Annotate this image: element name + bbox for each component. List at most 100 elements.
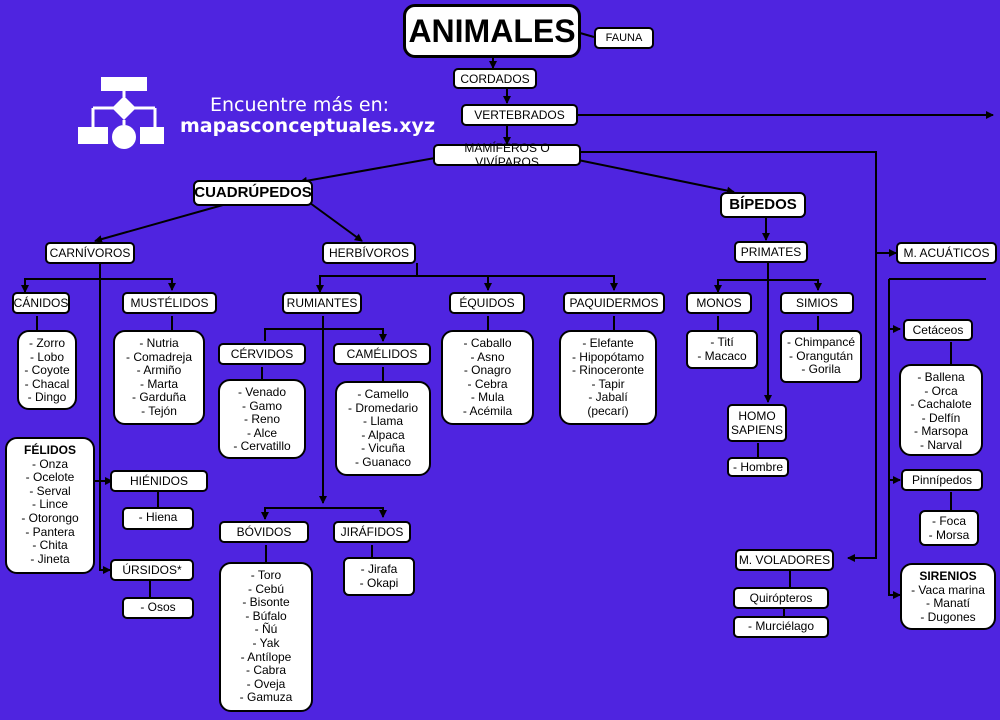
list-item: - Guanaco (354, 454, 412, 469)
list-item: - Venado (237, 385, 287, 399)
node-homo-sapiens: HOMO SAPIENS (727, 404, 787, 442)
list-cetaceos: - Ballena - Orca - Cachalote - Delfín - … (899, 364, 983, 456)
node-primates: PRIMATES (734, 241, 808, 263)
list-homo: - Hombre (727, 457, 789, 477)
list-item: - Antílope (240, 649, 292, 664)
list-item: - Bisonte (242, 595, 290, 610)
list-item: - Tejón (141, 403, 177, 418)
list-item: - Orangután (788, 348, 854, 363)
node-paquidermos: PAQUIDERMOS (563, 292, 665, 314)
list-monos: - Tití - Macaco (686, 330, 758, 369)
list-item: - Oveja (246, 676, 286, 691)
list-item: - Lince (31, 497, 69, 512)
list-item: - Coyote (24, 363, 70, 378)
list-item: - Onagro (463, 363, 512, 378)
list-item: - Ñú (254, 622, 278, 637)
list-item: - Chacal (24, 376, 70, 391)
list-item: - Murciélago (747, 619, 815, 633)
list-item: - Comadreja (125, 349, 193, 364)
list-item: - Tití (710, 335, 734, 349)
node-vertebrados: VERTEBRADOS (461, 104, 578, 126)
node-quiropteros: Quirópteros (733, 587, 829, 609)
node-animales: ANIMALES (403, 4, 581, 58)
list-item: - Jirafa (360, 562, 398, 576)
node-cervidos: CÉRVIDOS (218, 343, 306, 365)
list-item: - Osos (140, 600, 176, 614)
list-item: - Jabalí (588, 390, 628, 405)
list-item: - Serval (29, 483, 71, 498)
node-jirafidos: JIRÁFIDOS (333, 521, 411, 543)
list-item: - Lobo (29, 349, 65, 364)
promo-url: mapasconceptuales.xyz (180, 115, 435, 137)
list-item: - Cachalote (910, 397, 972, 412)
list-item: - Okapi (359, 575, 399, 590)
node-simios: SIMIOS (780, 292, 854, 314)
list-item: - Garduña (131, 390, 187, 405)
list-item: - Llama (362, 414, 403, 429)
list-item: - Zorro (29, 336, 65, 350)
list-item: - Pantera (25, 524, 75, 539)
list-item: - Onza (31, 456, 68, 471)
list-item: - Manatí (925, 596, 970, 611)
list-item: - Toro (250, 568, 282, 582)
node-acuaticos: M. ACUÁTICOS (896, 242, 997, 264)
list-camelidos: - Camello - Dromedario - Llama - Alpaca … (335, 381, 431, 476)
node-hienidos: HIÉNIDOS (110, 470, 208, 492)
list-item: - Caballo (463, 336, 512, 350)
list-item: - Delfín (921, 410, 961, 425)
list-item: - Foca (931, 514, 966, 528)
list-item: - Chimpancé (786, 335, 856, 349)
list-item: - Dromedario (347, 400, 419, 415)
list-item: - Vaca marina (911, 582, 985, 597)
node-bovidos: BÓVIDOS (219, 521, 309, 543)
list-item: - Búfalo (245, 608, 287, 623)
list-item: - Cebra (467, 376, 508, 391)
list-item: - Tapir (591, 376, 625, 391)
list-item: - Gorila (801, 362, 841, 377)
node-carnivoros: CARNÍVOROS (45, 242, 135, 264)
list-cervidos: - Venado - Gamo - Reno - Alce - Cervatil… (218, 379, 306, 459)
list-equidos: - Caballo - Asno - Onagro - Cebra - Mula… (441, 330, 534, 425)
list-felidos: FÉLIDOS - Onza - Ocelote - Serval - Linc… (5, 437, 95, 574)
node-voladores: M. VOLADORES (735, 549, 834, 571)
list-item: - Gamo (241, 398, 282, 413)
list-bovidos: - Toro - Cebú - Bisonte - Búfalo - Ñú - … (219, 562, 313, 712)
list-item: - Ocelote (25, 470, 75, 485)
flowchart-logo-icon (78, 77, 164, 149)
list-item: - Macaco (697, 348, 747, 363)
node-monos: MONOS (686, 292, 752, 314)
list-item: - Cervatillo (233, 439, 291, 454)
list-item: - Cabra (245, 663, 286, 678)
list-title: SIRENIOS (919, 569, 977, 583)
node-pinnipedos: Pinnípedos (901, 469, 983, 491)
list-item: - Narval (919, 437, 962, 452)
list-item: - Hiena (138, 510, 178, 524)
list-item: - Mula (470, 390, 505, 405)
list-item: - Rinoceronte (571, 363, 645, 378)
list-item: - Chita (32, 538, 68, 553)
list-item: - Reno (243, 412, 281, 427)
list-item: - Morsa (928, 527, 970, 542)
list-item: - Acémila (462, 403, 513, 418)
list-item: - Hombre (732, 460, 783, 474)
list-item: - Nutria (139, 336, 179, 350)
list-item: - Vicuña (361, 441, 405, 456)
list-item: - Ballena (917, 370, 965, 384)
list-item: - Marta (139, 376, 178, 391)
list-pinnipedos: - Foca - Morsa (919, 510, 979, 546)
node-mamiferos: MAMÍFEROS O VIVÍPAROS (433, 141, 581, 169)
node-fauna: FAUNA (594, 27, 654, 49)
list-item: - Armiño (136, 363, 182, 378)
node-bipedos: BÍPEDOS (720, 192, 806, 218)
node-mustelidos: MUSTÉLIDOS (122, 292, 217, 314)
list-sirenios: SIRENIOS - Vaca marina - Manatí - Dugone… (900, 563, 996, 630)
list-mustelidos: - Nutria - Comadreja - Armiño - Marta - … (113, 330, 205, 425)
list-quiropteros: - Murciélago (733, 616, 829, 638)
node-rumiantes: RUMIANTES (282, 292, 362, 314)
list-canidos: - Zorro - Lobo - Coyote - Chacal - Dingo (17, 330, 77, 410)
list-item: - Orca (924, 383, 958, 398)
node-cuadrupedos: CUADRÚPEDOS (193, 180, 313, 206)
list-item: - Alpaca (361, 427, 405, 442)
list-item: - Otorongo (21, 510, 79, 525)
